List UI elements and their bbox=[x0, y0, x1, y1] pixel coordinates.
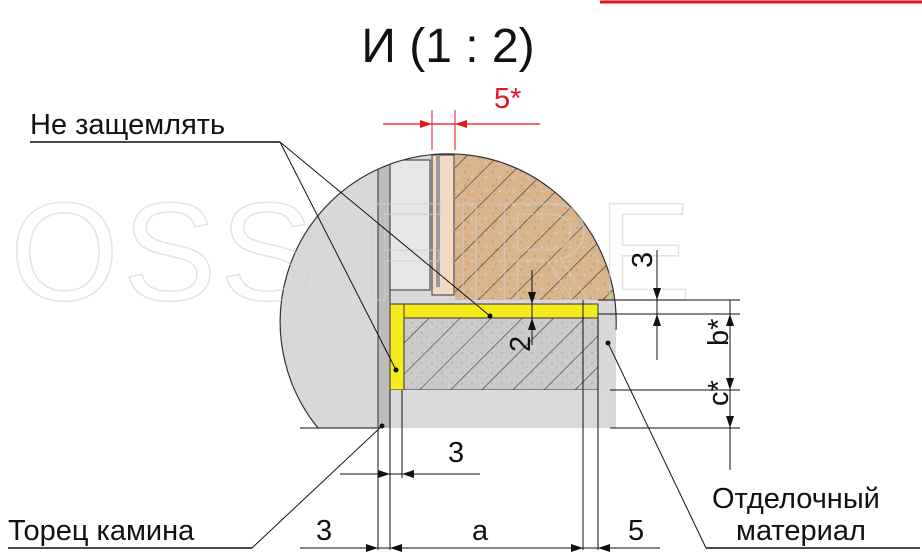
dim-2: 2 bbox=[505, 336, 537, 352]
watermark: OSS FIRE bbox=[10, 173, 695, 330]
dim-3-horizontal: 3 bbox=[448, 437, 464, 469]
label-finishing-line1: Отделочный bbox=[712, 483, 880, 515]
dim-3-vertical: 3 bbox=[627, 252, 659, 268]
dim-bottom-3: 3 bbox=[316, 515, 332, 547]
dim-b-star: b* bbox=[703, 319, 735, 346]
drawing-title: И (1 : 2) bbox=[361, 20, 534, 73]
dim-bottom-5: 5 bbox=[628, 515, 644, 547]
label-no-clamp: Не защемлять bbox=[30, 109, 225, 141]
dim-5-star: 5* bbox=[494, 83, 521, 115]
label-finishing-line2: материал bbox=[736, 515, 866, 547]
dim-c-star: c* bbox=[703, 380, 735, 406]
label-fireplace-end: Торец камина bbox=[8, 515, 195, 547]
dim-bottom-a: a bbox=[472, 515, 489, 547]
